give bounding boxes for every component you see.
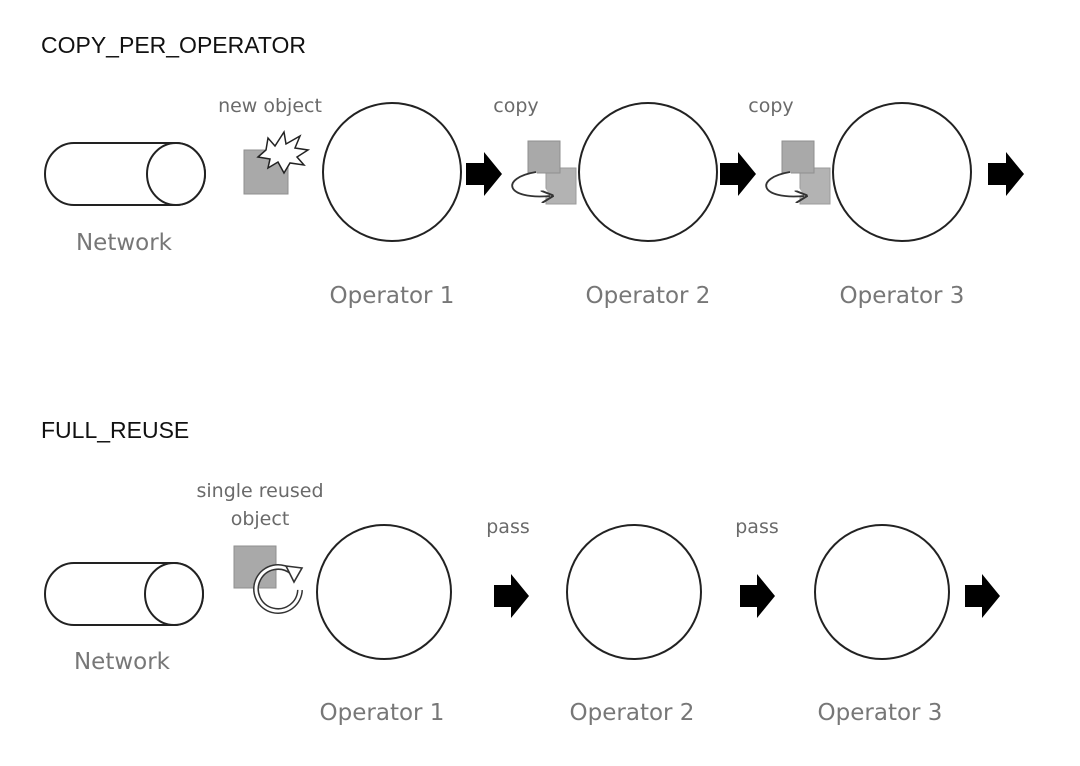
section-title: FULL_REUSE xyxy=(41,417,189,443)
operator-3-label: Operator 3 xyxy=(840,283,965,309)
operator-1-label: Operator 1 xyxy=(320,700,445,726)
curved-arrow-icon xyxy=(511,171,550,196)
new-object-label: new object xyxy=(218,95,322,117)
operator-2-label: Operator 2 xyxy=(570,700,695,726)
operator-2-circle xyxy=(566,524,702,660)
right-block-arrow-icon xyxy=(720,152,756,196)
object-square xyxy=(527,140,561,174)
network-cylinder-icon xyxy=(44,142,206,206)
section-full-reuse: FULL_REUSE Network single reused object … xyxy=(41,417,1000,726)
right-block-arrow-icon xyxy=(466,152,502,196)
right-block-arrow-icon xyxy=(740,574,775,618)
starburst-icon xyxy=(256,129,311,175)
operator-1-label: Operator 1 xyxy=(330,283,455,309)
network-cylinder-icon xyxy=(44,562,204,626)
operator-1-circle xyxy=(316,524,452,660)
section-copy-per-operator: COPY_PER_OPERATOR Network new object Ope… xyxy=(41,32,1024,309)
network-label: Network xyxy=(76,230,173,256)
right-block-arrow-icon xyxy=(965,574,1000,618)
copy-label-2: copy xyxy=(748,95,793,117)
section-title: COPY_PER_OPERATOR xyxy=(41,32,306,58)
object-square xyxy=(781,140,815,174)
circular-arrow-icon xyxy=(253,564,304,614)
operator-2-circle xyxy=(578,102,718,242)
reused-object-label-line-2: object xyxy=(231,508,290,530)
network-label: Network xyxy=(74,649,171,675)
pass-label-2: pass xyxy=(735,516,779,538)
operator-2-label: Operator 2 xyxy=(586,283,711,309)
operator-3-label: Operator 3 xyxy=(818,700,943,726)
right-block-arrow-icon xyxy=(988,152,1024,196)
operator-3-circle xyxy=(832,102,972,242)
operator-3-circle xyxy=(814,524,950,660)
pass-label-1: pass xyxy=(486,516,530,538)
reused-object-label-line-1: single reused xyxy=(196,480,323,502)
copy-label-1: copy xyxy=(493,95,538,117)
operator-1-circle xyxy=(322,102,462,242)
right-block-arrow-icon xyxy=(494,574,529,618)
curved-arrow-icon xyxy=(765,171,804,196)
